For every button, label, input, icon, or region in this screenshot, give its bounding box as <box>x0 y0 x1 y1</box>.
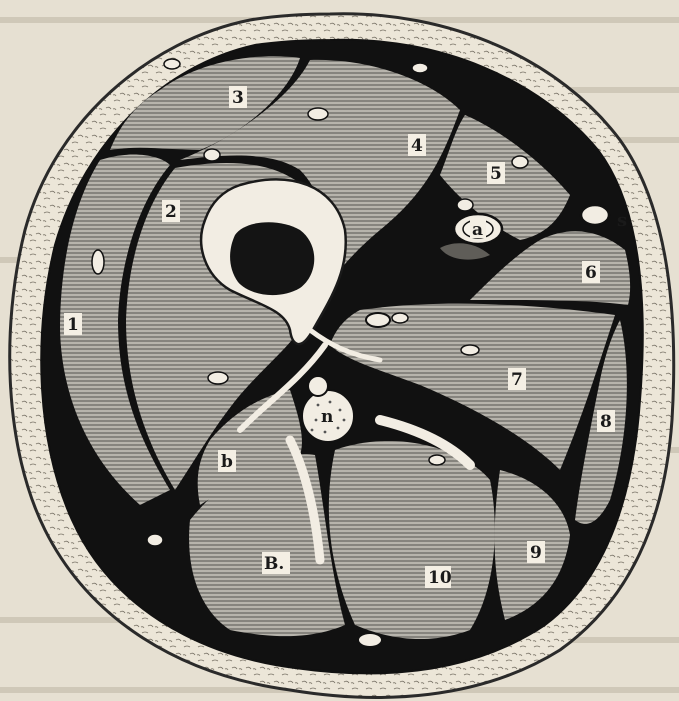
svg-text:9: 9 <box>530 543 542 563</box>
label-5: 5 <box>487 162 505 184</box>
label-7: 7 <box>508 368 526 390</box>
label-2: 2 <box>162 200 180 222</box>
svg-text:5: 5 <box>490 164 502 184</box>
label-b: b <box>218 450 236 472</box>
svg-text:B.: B. <box>264 554 284 574</box>
svg-text:6: 6 <box>585 263 597 283</box>
svg-text:8: 8 <box>600 412 612 432</box>
label-9: 9 <box>527 541 545 563</box>
svg-text:s: s <box>617 210 627 231</box>
label-6: 6 <box>582 261 600 283</box>
svg-text:b: b <box>221 452 233 472</box>
muscle-10 <box>329 441 495 639</box>
label-B: B. <box>262 552 290 574</box>
svg-text:4: 4 <box>411 136 423 156</box>
svg-text:2: 2 <box>165 202 177 222</box>
label-a: a <box>470 218 486 240</box>
vein-s <box>581 205 609 225</box>
label-10: 10 <box>425 566 452 588</box>
bone-marrow <box>230 222 314 295</box>
label-8: 8 <box>597 410 615 432</box>
label-1: 1 <box>64 313 82 335</box>
svg-text:7: 7 <box>511 370 523 390</box>
svg-text:10: 10 <box>428 568 452 588</box>
svg-text:n: n <box>321 407 333 427</box>
svg-text:a: a <box>472 220 483 240</box>
label-n: n <box>321 407 333 427</box>
svg-text:3: 3 <box>232 88 244 108</box>
label-3: 3 <box>229 86 247 108</box>
label-4: 4 <box>408 134 426 156</box>
label-s: s <box>617 210 627 231</box>
svg-text:1: 1 <box>67 315 79 335</box>
